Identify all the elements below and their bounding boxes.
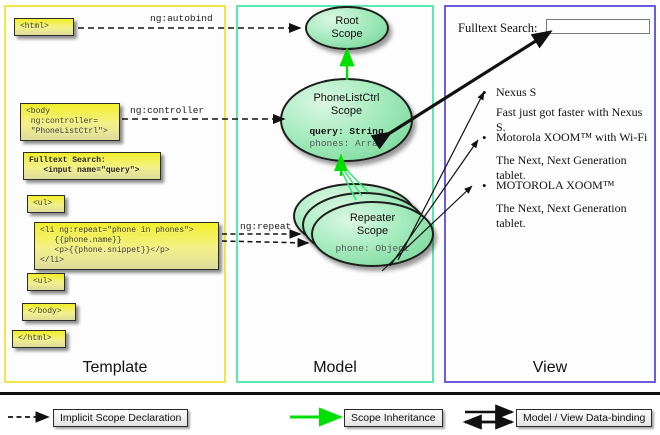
view-item-snippet-1: The Next, Next Generation tablet. <box>496 153 627 182</box>
view-search-input[interactable] <box>546 19 650 34</box>
legend-divider <box>0 392 660 395</box>
root-scope-line2: Scope <box>331 28 363 40</box>
view-bullet-2: • <box>482 178 487 193</box>
code-box-html-close: </html> <box>12 330 66 348</box>
panel-label-template: Template <box>82 359 148 376</box>
code-box-html-open: <html> <box>14 18 74 36</box>
legend-label-model-view-data-binding: Model / View Data-binding <box>516 409 653 427</box>
code-box-ul-open: <ul> <box>27 195 65 213</box>
panel-label-view: View <box>532 359 568 376</box>
repeater-scope-line2: Scope <box>356 225 389 237</box>
view-content-wrap: Fulltext Search: • Nexus S Fast just got… <box>444 5 656 383</box>
panel-template: Template <box>4 5 226 383</box>
phonelist-scope-prop-phones: phones: Array <box>309 138 384 149</box>
edge-label-controller: ng:controller <box>130 105 205 116</box>
code-box-ul-close: <ul> <box>27 273 65 291</box>
repeater-scope-line1: Repeater <box>349 212 396 224</box>
code-box-body-controller: <body ng:controller= "PhoneListCtrl"> <box>20 103 120 141</box>
legend-label-scope-inheritance: Scope Inheritance <box>344 409 443 427</box>
repeater-scope-prop-phone: phone: Object <box>335 243 410 254</box>
phonelist-scope-line2: Scope <box>330 105 363 117</box>
view-item-snippet-2: The Next, Next Generation tablet. <box>496 201 627 230</box>
view-bullet-1: • <box>482 130 487 145</box>
view-item-name-1: Motorola XOOM™ with Wi-Fi <box>496 130 648 144</box>
panel-label-model: Model <box>313 359 357 376</box>
edge-label-repeat: ng:repeat <box>240 221 292 232</box>
ellipse-phonelistctrl-scope: PhoneListCtrl Scope query: String phones… <box>280 78 413 162</box>
view-item-name-0: Nexus S <box>496 85 537 99</box>
ellipse-repeater-scope: Repeater Scope phone: Object <box>311 201 434 267</box>
phonelist-scope-prop-query: query: String <box>309 126 384 137</box>
view-search-label: Fulltext Search: <box>458 21 538 35</box>
view-bullet-0: • <box>482 85 487 100</box>
view-item-name-2: MOTOROLA XOOM™ <box>496 178 615 192</box>
phonelist-scope-line1: PhoneListCtrl <box>313 92 380 104</box>
root-scope-line1: Root <box>335 15 359 27</box>
code-box-fulltext-search: Fulltext Search: <input name="query"> <box>23 152 161 180</box>
edge-label-autobind: ng:autobind <box>150 13 213 24</box>
legend-label-implicit-scope-declaration: Implicit Scope Declaration <box>53 409 189 427</box>
ellipse-root-scope: Root Scope <box>305 6 389 50</box>
code-box-li-repeat: <li ng:repeat="phone in phones"> {{phone… <box>34 222 219 270</box>
code-box-body-close: </body> <box>22 303 76 321</box>
